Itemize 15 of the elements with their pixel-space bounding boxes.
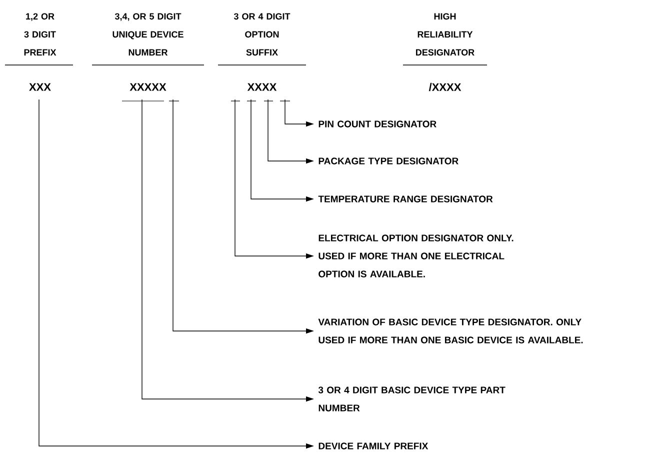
description-text: VARIATION OF BASIC DEVICE TYPE DESIGNATOR. ONLY USED IF MORE THAN ONE BASIC DEVICE IS AVAILABLE. xyxy=(318,318,583,344)
code-field: /XXXX xyxy=(428,82,462,92)
column-heading: 3,4, OR 5 DIGIT UNIQUE DEVICE NUMBER xyxy=(112,13,184,56)
column-heading: 3 OR 4 DIGIT OPTION SUFFIX xyxy=(234,13,290,56)
description-text: ELECTRICAL OPTION DESIGNATOR ONLY. USED IF MORE THAN ONE ELECTRICAL OPTION IS AVAILABLE. xyxy=(318,234,514,278)
description-text: 3 OR 4 DIGIT BASIC DEVICE TYPE PART NUMBER xyxy=(318,386,506,412)
code-field: XXXX xyxy=(247,83,277,91)
description-text: TEMPERATURE RANGE DESIGNATOR xyxy=(318,196,493,202)
description-text: PIN COUNT DESIGNATOR xyxy=(318,120,436,128)
column-heading: 1,2 OR 3 DIGIT PREFIX xyxy=(24,13,56,56)
column-heading: HIGH RELIABILITY DESIGNATOR xyxy=(416,13,474,56)
description-text: DEVICE FAMILY PREFIX xyxy=(318,442,428,450)
code-field: XXX xyxy=(29,83,51,91)
code-field: XXXXX xyxy=(130,83,166,91)
description-text: PACKAGE TYPE DESIGNATOR xyxy=(318,158,458,164)
